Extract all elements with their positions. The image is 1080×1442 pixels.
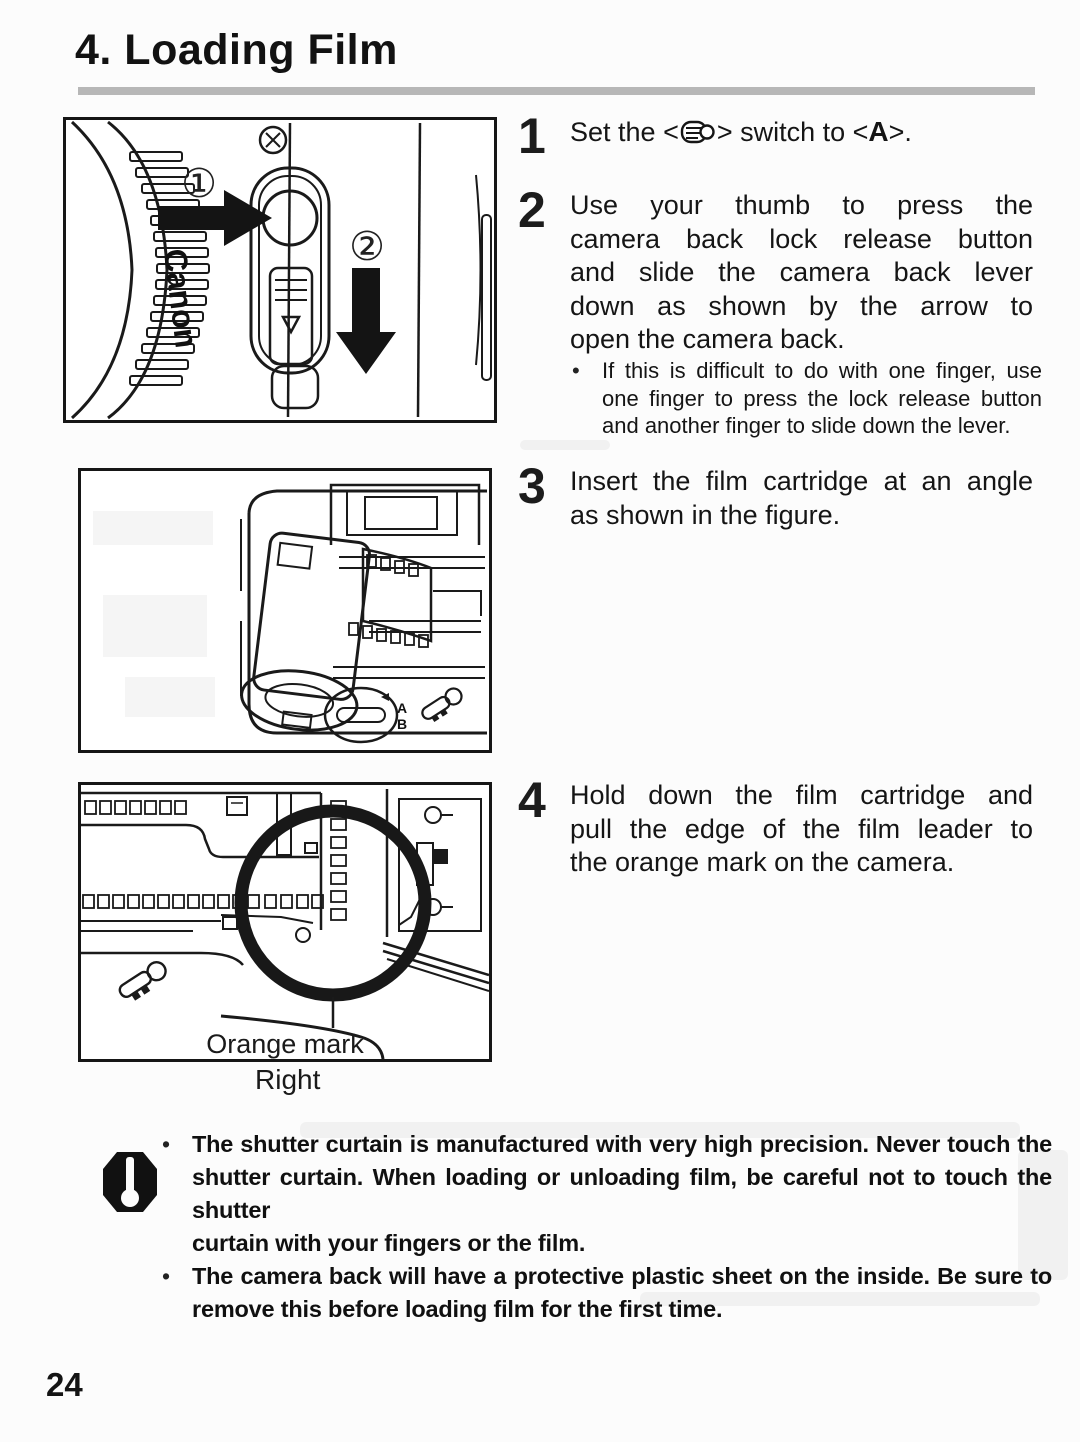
caution-bullet-2: • The camera back will have a protective… (162, 1260, 1054, 1326)
film-caution-icon (103, 1152, 157, 1212)
step-3-number: 3 (518, 458, 546, 514)
figure-insert-cartridge: A B (78, 468, 492, 753)
page-title: 4. Loading Film (75, 26, 398, 74)
caution-note-block: • The shutter curtain is manufactured wi… (88, 1128, 1054, 1326)
step-1-text-before: Set the < (570, 117, 679, 147)
bullet-marker: • (162, 1131, 171, 1157)
step-2-note: • If this is difficult to do with one fi… (572, 357, 1042, 440)
step-2: 2 Use your thumb to press the camera bac… (518, 182, 1033, 357)
figure-film-leader: Orange mark (78, 782, 492, 1062)
bullet-marker: • (162, 1263, 171, 1289)
callout-1-label: ① (181, 161, 217, 207)
right-caption: Right (255, 1064, 321, 1095)
scan-noise (520, 440, 610, 450)
key-icon (421, 687, 463, 723)
key-icon (118, 961, 167, 1001)
page-number: 24 (46, 1366, 83, 1403)
step-2-number: 2 (518, 182, 546, 238)
switch-position-label: A (868, 116, 889, 147)
scan-noise (1018, 1150, 1068, 1280)
step-2-text: Use your thumb to press the camera back … (570, 190, 1033, 354)
screw-icon (258, 125, 288, 155)
press-button-arrow (158, 190, 272, 246)
step-4: 4 Hold down the film cartridge and pull … (518, 772, 1033, 880)
scan-noise (300, 1122, 1020, 1138)
step-3: 3 Insert the film cartridge at an angle … (518, 458, 1033, 532)
figure-open-camera-back: Canon (63, 117, 497, 423)
dial-b-label: B (397, 716, 407, 732)
caution-bullet-1: • The shutter curtain is manufactured wi… (162, 1128, 1054, 1260)
slide-lever-arrow (336, 268, 396, 374)
step-2-note-text: If this is difficult to do with one fing… (602, 358, 1042, 438)
bullet-marker: • (572, 358, 580, 383)
figure3-drawing (81, 789, 489, 1059)
title-divider (78, 87, 1035, 95)
callout-2-label: ② (349, 224, 385, 270)
figure1-drawing: Canon (70, 120, 492, 420)
camera-back-lever-drawing (249, 166, 331, 410)
step-4-text: Hold down the film cartridge and pull th… (570, 780, 1033, 877)
dial-a-label: A (397, 700, 407, 716)
scan-noise (640, 1292, 1040, 1306)
rewind-dial-drawing: A B (323, 686, 407, 744)
step-4-number: 4 (518, 772, 546, 828)
figure2-drawing: A B (93, 483, 487, 744)
camera-back-switch-icon (680, 120, 715, 144)
step-1-text-after: >. (888, 117, 912, 147)
lens-brand-label: Canon (157, 247, 205, 350)
orange-mark-highlight-circle (234, 804, 432, 1002)
step-3-text: Insert the film cartridge at an angle as… (570, 466, 1033, 530)
step-1: 1 Set the < > switch to <A>. (518, 108, 1033, 164)
orange-mark-caption: Orange mark (206, 1029, 364, 1059)
step-1-number: 1 (518, 108, 546, 164)
film-cartridge-drawing (240, 531, 371, 732)
step-1-text-middle: > switch to < (716, 117, 869, 147)
